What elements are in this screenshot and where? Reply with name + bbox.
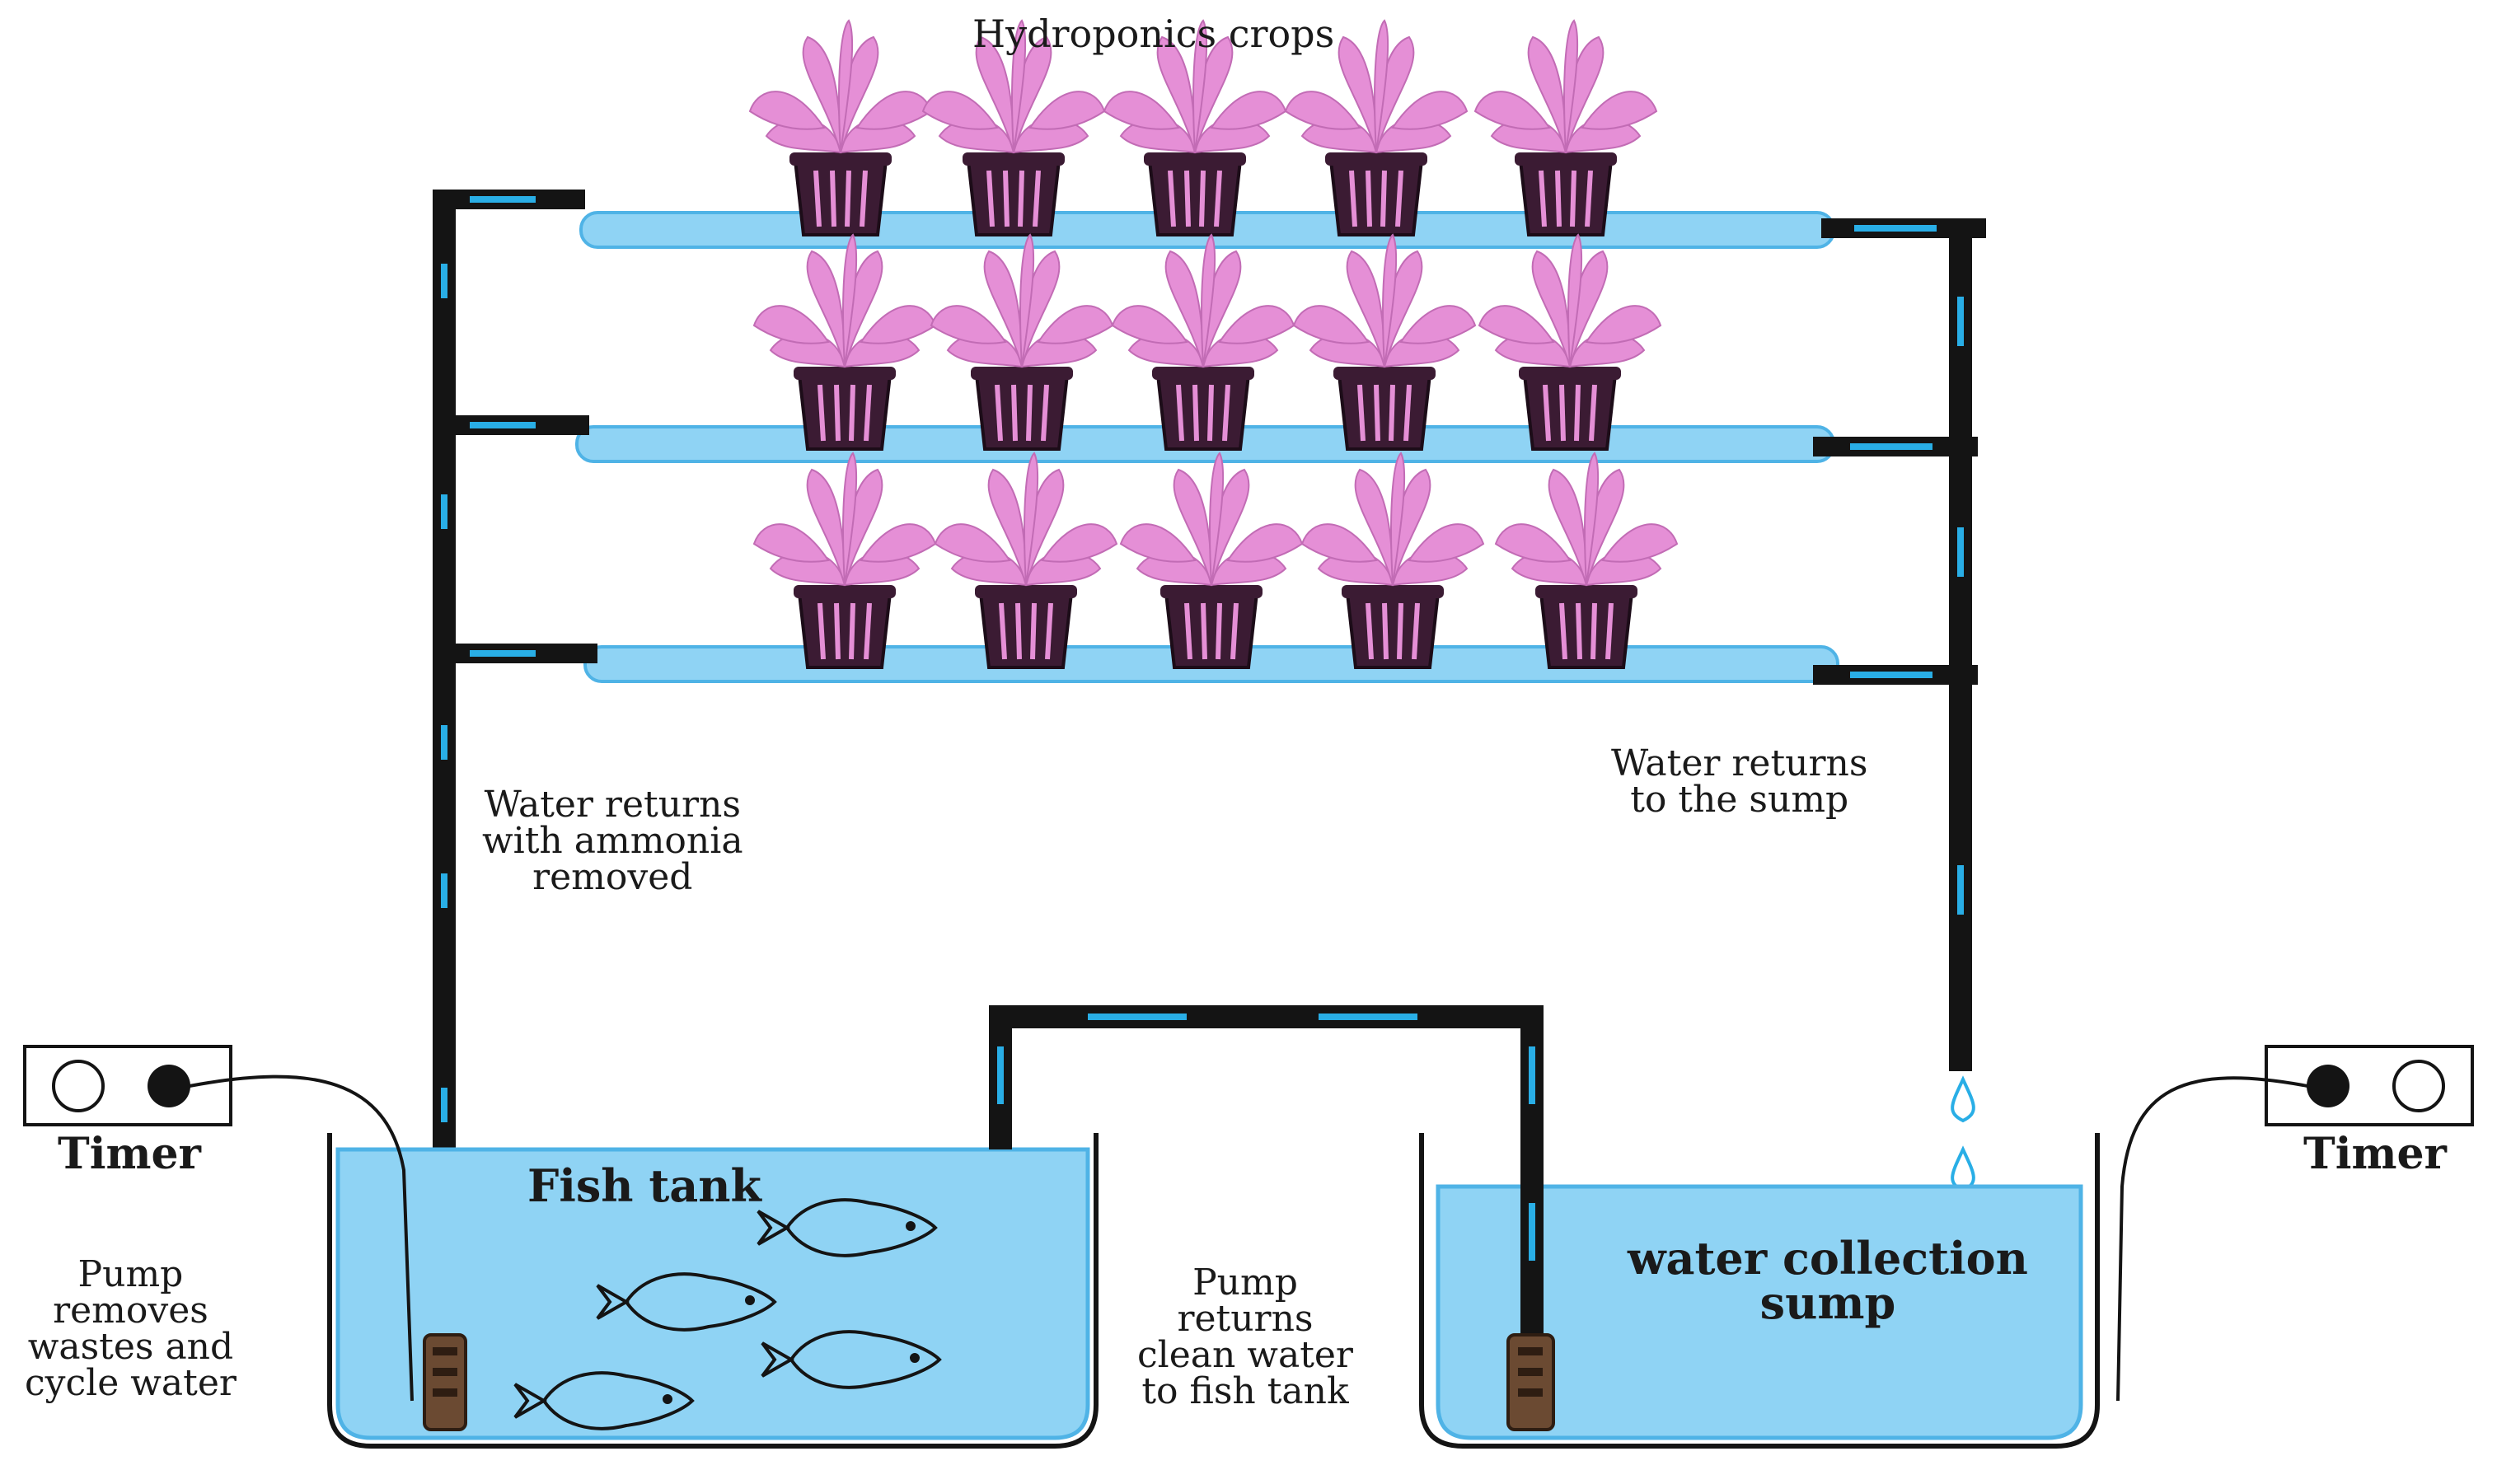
middle-pump <box>1506 1333 1555 1431</box>
diagram-title: Hydroponics crops <box>972 12 1335 56</box>
plants-row-bottom <box>754 453 1677 667</box>
left-pump <box>423 1333 467 1431</box>
sump-water <box>1436 1184 2083 1440</box>
label-left-riser: Water returns with ammonia removed <box>482 784 743 898</box>
label-middle-pump: Pump returns clean water to fish tank <box>1137 1262 1353 1412</box>
timer-left-device <box>23 1045 414 1402</box>
middle-flow-arrows <box>997 1014 1535 1261</box>
right-flow-arrows <box>1850 225 1964 915</box>
right-return-down <box>1949 218 1972 1071</box>
label-left-pump: Pump removes wastes and cycle water <box>25 1253 237 1404</box>
label-right-return: Water returns to the sump <box>1611 742 1868 821</box>
sump-tank <box>1419 1133 2100 1449</box>
label-sump: water collection sump <box>1628 1232 2028 1329</box>
fish <box>596 1272 777 1332</box>
fish-tank-walls <box>327 1133 1099 1449</box>
fish-tank <box>327 1133 1099 1449</box>
fish <box>761 1330 942 1389</box>
fish <box>757 1198 938 1257</box>
label-timer-left: Timer <box>58 1129 201 1179</box>
fish-group <box>513 1198 942 1430</box>
mid-pipe-top <box>989 1005 1543 1028</box>
sump-walls <box>1419 1133 2100 1449</box>
timer-right-device <box>2116 1045 2474 1402</box>
fish <box>513 1371 695 1430</box>
label-timer-right: Timer <box>2303 1129 2447 1179</box>
fish-tank-water <box>335 1147 1090 1440</box>
water-drops <box>1951 1075 1975 1193</box>
label-fish-tank: Fish tank <box>527 1159 761 1212</box>
drop-1 <box>1951 1075 1975 1123</box>
plants-row-middle <box>754 235 1661 449</box>
right-return-pipe <box>1813 218 1986 1071</box>
